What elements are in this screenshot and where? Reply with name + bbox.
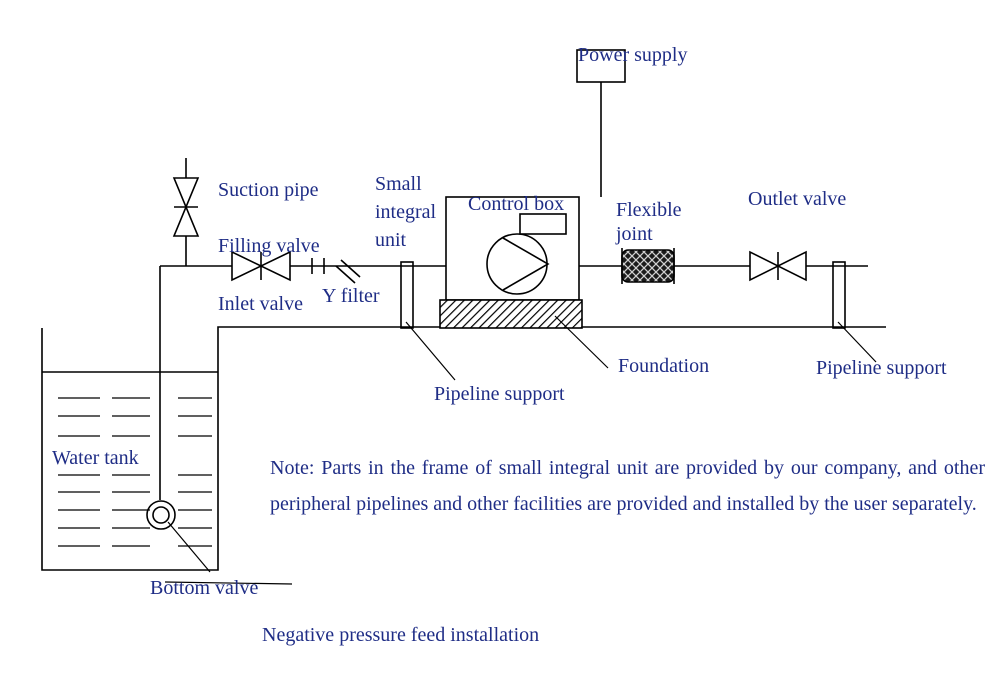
pump bbox=[486, 233, 550, 295]
diagram-caption: Negative pressure feed installation bbox=[262, 624, 540, 646]
label-pipeline-support-right: Pipeline support bbox=[816, 357, 947, 379]
label-joint: joint bbox=[615, 223, 653, 245]
label-water-tank: Water tank bbox=[52, 447, 139, 469]
water-tank bbox=[41, 328, 219, 571]
label-control-box: Control box bbox=[468, 193, 564, 215]
pipeline-support-left bbox=[400, 261, 456, 381]
floor-line bbox=[217, 326, 886, 330]
filling-valve-vertical bbox=[172, 158, 200, 266]
label-outlet-valve: Outlet valve bbox=[748, 188, 846, 210]
y-filter bbox=[335, 259, 361, 284]
main-pipe-inlet bbox=[290, 258, 446, 274]
label-flexible: Flexible bbox=[616, 199, 682, 221]
control-box bbox=[519, 213, 567, 235]
outlet-valve bbox=[749, 250, 807, 282]
foundation bbox=[439, 299, 609, 369]
note-text: Note: Parts in the frame of small integr… bbox=[270, 457, 985, 515]
label-suction-pipe: Suction pipe bbox=[218, 179, 319, 201]
label-bottom-valve: Bottom valve bbox=[150, 577, 258, 599]
label-integral: integral bbox=[375, 201, 437, 223]
label-power-supply: Power supply bbox=[578, 44, 687, 66]
inlet-valve bbox=[231, 250, 291, 282]
label-pipeline-support-left: Pipeline support bbox=[434, 383, 565, 405]
water-level-lines bbox=[58, 397, 212, 547]
power-supply bbox=[576, 49, 626, 197]
label-filling-valve: Filling valve bbox=[218, 235, 320, 257]
flexible-joint bbox=[621, 248, 675, 284]
suction-pipe bbox=[159, 265, 232, 500]
label-small: Small bbox=[375, 173, 422, 195]
label-y-filter: Y filter bbox=[322, 285, 380, 307]
label-inlet-valve: Inlet valve bbox=[218, 293, 303, 315]
bottom-valve bbox=[146, 500, 293, 585]
label-unit: unit bbox=[375, 229, 407, 251]
pipeline-support-right bbox=[832, 261, 877, 363]
label-foundation: Foundation bbox=[618, 355, 709, 377]
